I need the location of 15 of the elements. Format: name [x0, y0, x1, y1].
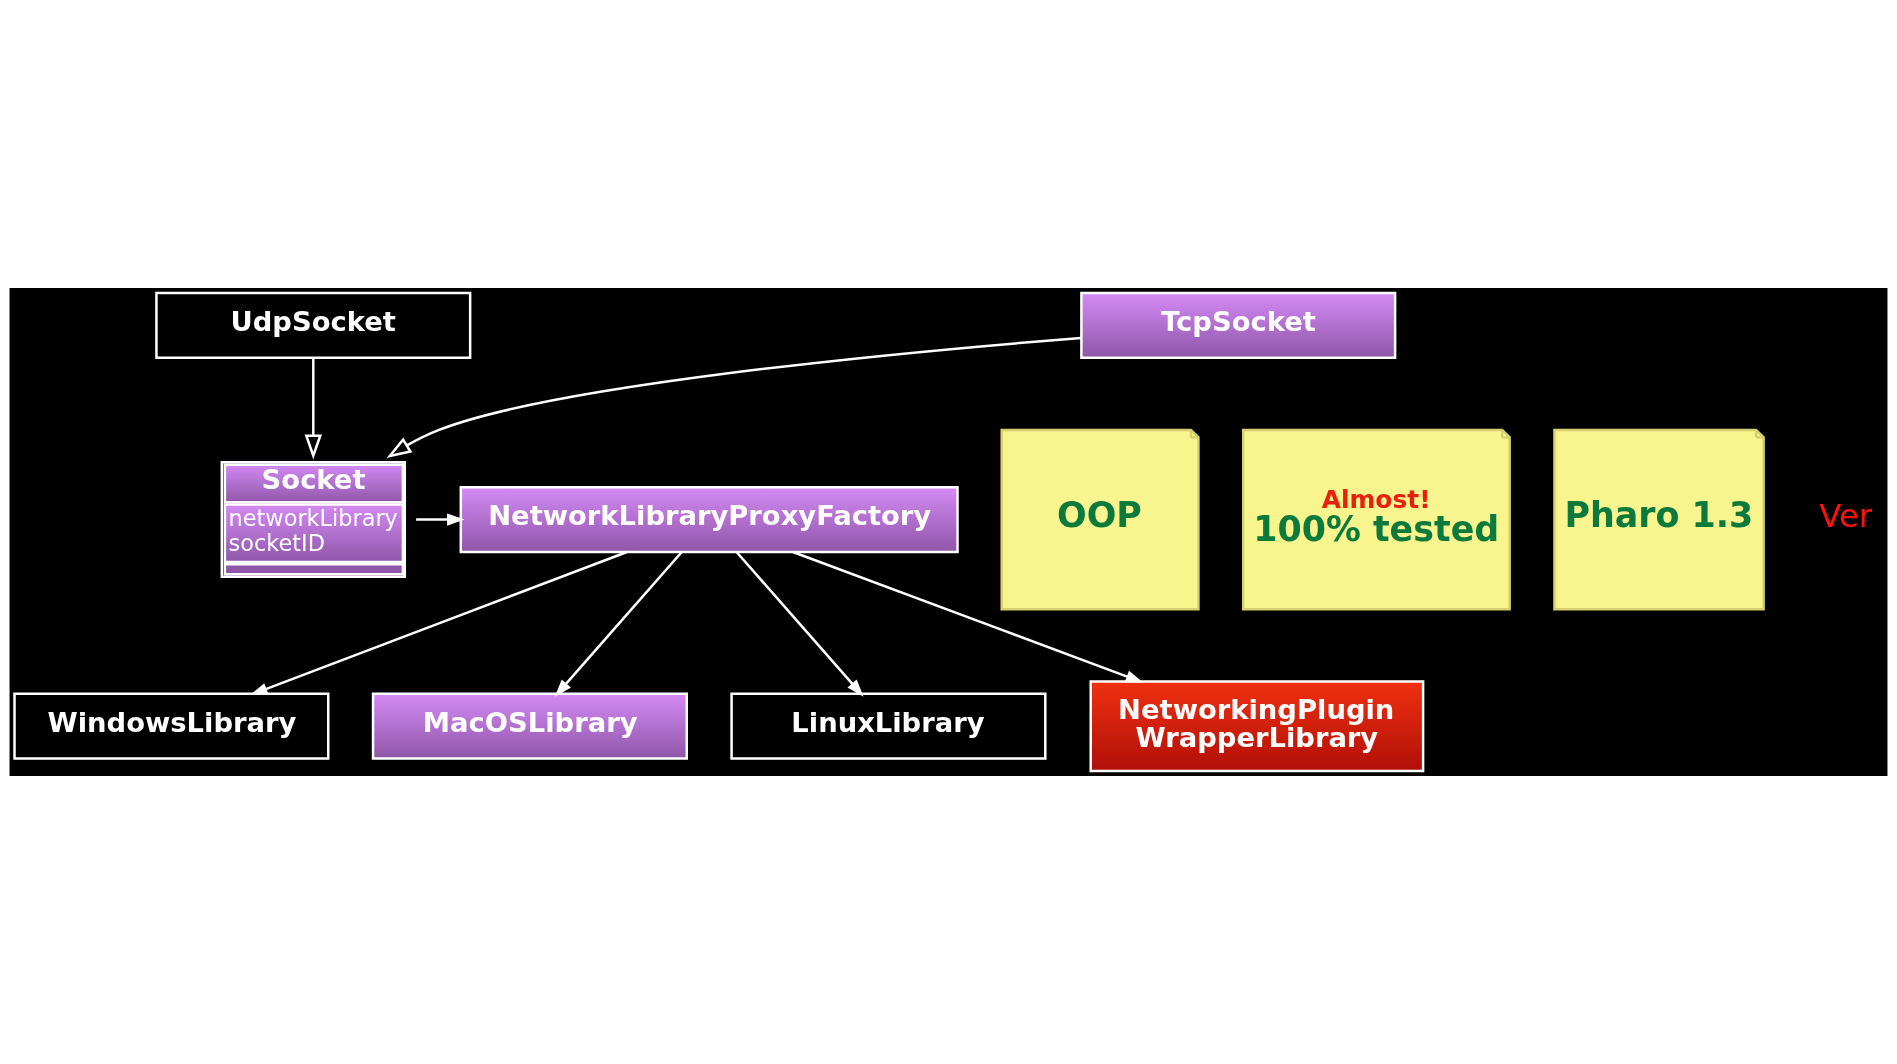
arrow — [386, 336, 1082, 458]
node-box: NetworkingPlugin WrapperLibrary — [1089, 680, 1425, 773]
node-box: WindowsLibrary — [13, 692, 330, 760]
node-box: UdpSocket — [155, 291, 472, 359]
node-box: NetworkLibraryProxyFactory — [459, 485, 959, 554]
arrow — [416, 513, 465, 526]
arrow — [304, 357, 322, 460]
arrow — [250, 550, 628, 696]
node-box: MacOSLibrary — [371, 692, 688, 760]
arrow — [554, 551, 683, 697]
node-box: TcpSocket — [1080, 291, 1397, 359]
label: Ver — [1819, 497, 1873, 536]
arrow — [735, 551, 864, 697]
arrow — [792, 550, 1144, 683]
node-box: LinuxLibrary — [730, 692, 1047, 760]
